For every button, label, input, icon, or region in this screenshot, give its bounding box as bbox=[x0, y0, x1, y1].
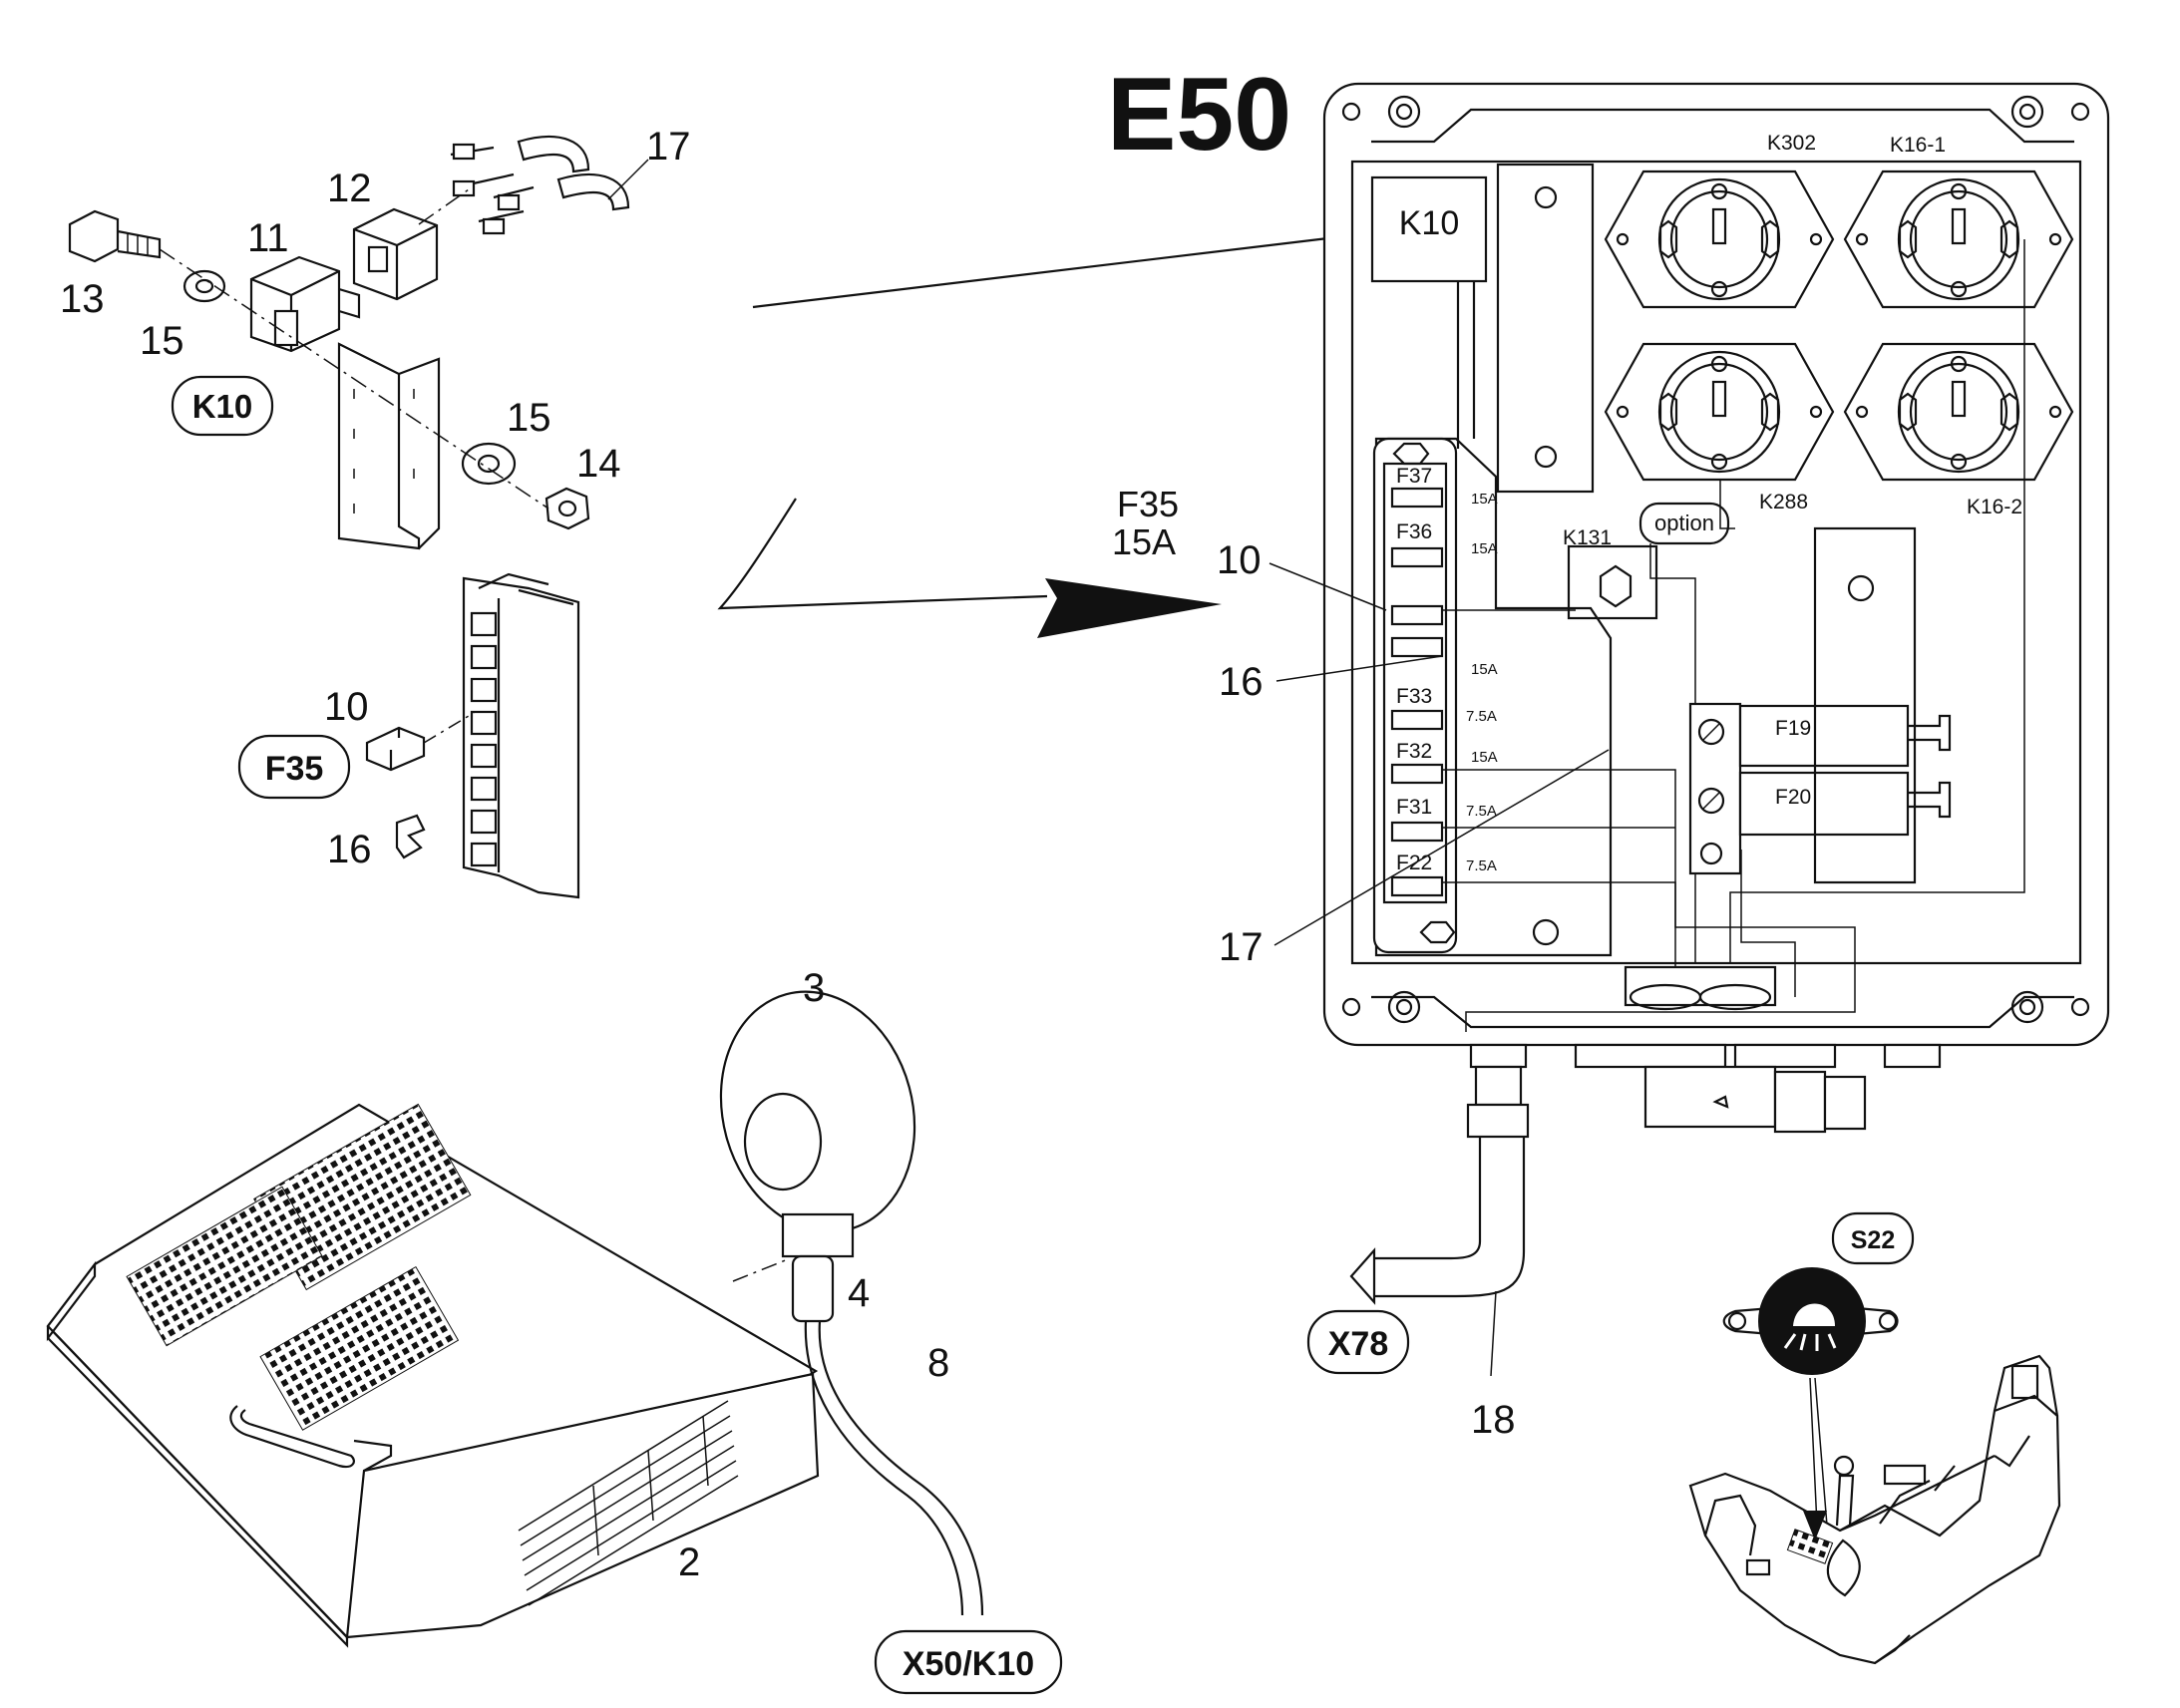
callout-17a: 17 bbox=[646, 125, 691, 169]
leader-k10 bbox=[752, 229, 1387, 309]
socket-k16-1 bbox=[1843, 170, 2074, 309]
callout-2: 2 bbox=[678, 1540, 700, 1584]
tag-k10 bbox=[171, 375, 274, 437]
nut-14 bbox=[545, 487, 590, 530]
tag-x78-label: X78 bbox=[1328, 1325, 1389, 1363]
tag-option bbox=[1638, 502, 1730, 545]
callout-15b: 15 bbox=[507, 396, 551, 440]
callout-15a: 15 bbox=[140, 319, 184, 363]
tag-k10-label: K10 bbox=[192, 388, 253, 425]
pointer-arrowhead bbox=[1037, 578, 1222, 638]
callout-8: 8 bbox=[927, 1341, 949, 1385]
socket-k302 bbox=[1604, 170, 1835, 309]
relay-assembly bbox=[68, 135, 649, 550]
e50-box: K10 bbox=[1322, 82, 2110, 1305]
leader-10 bbox=[1269, 562, 1387, 611]
fuse-f32-rating: 15A bbox=[1471, 749, 1498, 766]
fuse-f22-rating: 7.5A bbox=[1466, 857, 1497, 874]
cable-18-arrow bbox=[1349, 1247, 1376, 1305]
callout-16b: 16 bbox=[1219, 660, 1264, 704]
clip-16 bbox=[395, 814, 426, 859]
callout-17b: 17 bbox=[1219, 925, 1264, 969]
socket-k288 bbox=[1604, 342, 1835, 482]
callout-11: 11 bbox=[247, 216, 289, 260]
cable-glands bbox=[1466, 965, 1942, 1139]
tag-s22 bbox=[1831, 1211, 1915, 1265]
diagram-title: E50 bbox=[1107, 57, 1291, 172]
tag-s22-label: S22 bbox=[1851, 1226, 1895, 1254]
label-k131: K131 bbox=[1563, 526, 1612, 549]
fuse-f33-label: F33 bbox=[1396, 685, 1432, 708]
label-f20: F20 bbox=[1775, 786, 1811, 809]
callout-13: 13 bbox=[60, 277, 105, 321]
callout-10a: 10 bbox=[324, 685, 369, 729]
internal-wiring bbox=[1442, 239, 2025, 1032]
k10-relay bbox=[1370, 175, 1488, 283]
tag-x78 bbox=[1306, 1309, 1410, 1375]
pointer-shape bbox=[717, 498, 1048, 610]
relay-12 bbox=[352, 207, 439, 301]
work-light bbox=[719, 990, 984, 1616]
callout-14: 14 bbox=[576, 442, 621, 486]
callout-3: 3 bbox=[803, 966, 825, 1010]
side-vents bbox=[518, 1400, 739, 1606]
fuse-f31-label: F31 bbox=[1396, 796, 1432, 819]
tag-x50-k10 bbox=[874, 1629, 1063, 1695]
fuse-10 bbox=[365, 726, 426, 772]
k131-relay bbox=[1567, 544, 1658, 620]
washer-15b bbox=[461, 442, 517, 486]
fuse-f32-label: F32 bbox=[1396, 740, 1432, 763]
fuse-f37-rating: 15A bbox=[1471, 491, 1498, 508]
arrow-label-rating: 15A bbox=[1112, 521, 1176, 562]
corner-screws bbox=[1341, 95, 2090, 1024]
fuse-f31-rating: 7.5A bbox=[1466, 803, 1497, 820]
fuse-f36-label: F36 bbox=[1396, 520, 1432, 543]
label-f19: F19 bbox=[1775, 717, 1811, 740]
callout-12: 12 bbox=[327, 167, 372, 210]
leader-18 bbox=[1490, 1290, 1497, 1377]
tag-x50-k10-label: X50/K10 bbox=[903, 1645, 1034, 1683]
fuse-holder bbox=[462, 572, 580, 899]
fuse-f37-label: F37 bbox=[1396, 465, 1432, 488]
callout-4: 4 bbox=[848, 1271, 870, 1315]
leader-16 bbox=[1275, 655, 1443, 682]
tag-f35-label: F35 bbox=[265, 750, 324, 788]
fuse-f33-rating: 7.5A bbox=[1466, 708, 1497, 725]
fuse-unlabeled-rating: 15A bbox=[1471, 661, 1498, 678]
label-k288: K288 bbox=[1759, 491, 1808, 513]
fuse-panel bbox=[1372, 437, 1613, 957]
washer-15a bbox=[182, 269, 226, 303]
switch-s22 bbox=[1722, 1267, 1899, 1375]
k10-relay-label: K10 bbox=[1399, 204, 1460, 242]
tag-option-label: option bbox=[1654, 511, 1714, 535]
work-light-icon bbox=[1793, 1303, 1835, 1326]
wire-harness-17 bbox=[450, 135, 649, 235]
socket-k16-2 bbox=[1843, 342, 2074, 482]
callout-18: 18 bbox=[1471, 1398, 1516, 1442]
cable-18 bbox=[1374, 1137, 1526, 1298]
fuse-f36-rating: 15A bbox=[1471, 540, 1498, 557]
label-k16-1: K16-1 bbox=[1890, 134, 1946, 157]
leader-17 bbox=[1273, 749, 1610, 946]
arrow-label-fuse: F35 bbox=[1117, 484, 1179, 524]
cab-console bbox=[1688, 1354, 2061, 1665]
fuse-slots bbox=[470, 611, 498, 867]
terminal-f19-f20 bbox=[1688, 526, 1952, 884]
label-k302: K302 bbox=[1767, 132, 1816, 155]
bolt-13 bbox=[68, 209, 162, 263]
callout-10b: 10 bbox=[1217, 538, 1262, 582]
heater-unit bbox=[46, 1103, 820, 1648]
callout-16a: 16 bbox=[327, 828, 372, 871]
mounting-bracket bbox=[337, 342, 441, 550]
rail-strip bbox=[1496, 163, 1595, 494]
relay-socket-11 bbox=[249, 255, 361, 353]
tag-f35 bbox=[237, 734, 351, 800]
label-k16-2: K16-2 bbox=[1967, 496, 2022, 518]
